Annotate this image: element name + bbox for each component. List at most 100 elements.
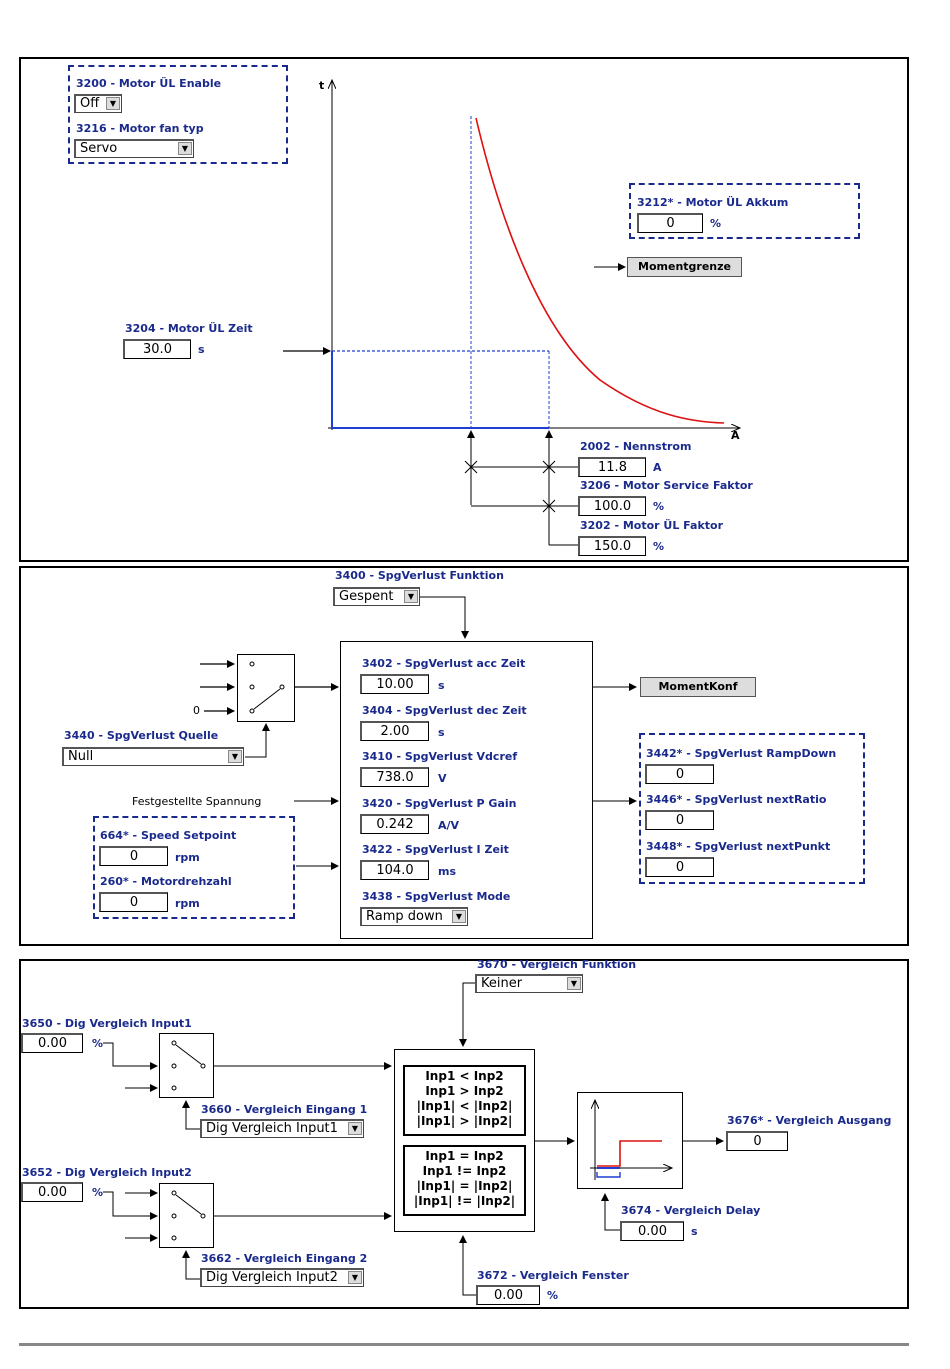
motor-ul-akkum-group [629, 183, 860, 239]
comparator-block [394, 1049, 535, 1232]
nextpunkt-field: 0 [645, 857, 714, 877]
chevron-down-icon[interactable]: ▼ [404, 590, 418, 603]
mode-label: 3438 - SpgVerlust Mode [362, 890, 511, 903]
quelle-switch-block [237, 654, 295, 722]
eingang1-switch-block [159, 1033, 214, 1098]
delay-label: 3674 - Vergleich Delay [621, 1204, 761, 1217]
delay-graph-block [577, 1092, 683, 1189]
motor-ul-enable-select[interactable]: Off ▼ [74, 94, 122, 113]
eingang2-select[interactable]: Dig Vergleich Input2 ▼ [200, 1268, 364, 1287]
input1-unit: % [92, 1037, 104, 1050]
spgverlust-quelle-value: Null [68, 749, 94, 764]
cmp-op: |Inp1| < |Inp2| [416, 1099, 513, 1113]
eingang1-value: Dig Vergleich Input1 [206, 1121, 338, 1136]
dec-zeit-field[interactable]: 2.00 [360, 721, 429, 741]
chevron-down-icon[interactable]: ▼ [228, 750, 242, 763]
i-zeit-field[interactable]: 104.0 [360, 860, 429, 880]
switch-zero-label: 0 [193, 704, 200, 717]
fenster-unit: % [547, 1289, 559, 1302]
motor-fan-typ-label: 3216 - Motor fan typ [76, 122, 204, 135]
acc-zeit-field[interactable]: 10.00 [360, 674, 429, 694]
spgverlust-funktion-label: 3400 - SpgVerlust Funktion [335, 569, 504, 582]
motor-ul-enable-label: 3200 - Motor ÜL Enable [76, 77, 222, 90]
eingang2-value: Dig Vergleich Input2 [206, 1270, 338, 1285]
nennstrom-field[interactable]: 11.8 [578, 457, 646, 477]
motor-ul-akkum-label: 3212* - Motor ÜL Akkum [637, 196, 789, 209]
p-gain-unit: A/V [438, 819, 460, 832]
fenster-field[interactable]: 0.00 [476, 1285, 540, 1305]
i-zeit-unit: ms [438, 865, 457, 878]
footer-rule [19, 1343, 909, 1346]
speed-setpoint-field: 0 [99, 846, 168, 866]
cmp-op: |Inp1| = |Inp2| [416, 1179, 513, 1193]
ausgang-label: 3676* - Vergleich Ausgang [727, 1114, 892, 1127]
ul-faktor-label: 3202 - Motor ÜL Faktor [580, 519, 724, 532]
momentkonf-button[interactable]: MomentKonf [640, 677, 756, 697]
chevron-down-icon[interactable]: ▼ [348, 1122, 362, 1135]
comparator-group-2: Inp1 = Inp2 Inp1 != Inp2 |Inp1| = |Inp2|… [403, 1145, 526, 1216]
comparator-group-1: Inp1 < Inp2 Inp1 > Inp2 |Inp1| < |Inp2| … [403, 1065, 526, 1136]
mode-value: Ramp down [366, 909, 443, 924]
dec-zeit-unit: s [438, 726, 445, 739]
cmp-op: Inp1 != Inp2 [422, 1164, 507, 1178]
nextratio-label: 3446* - SpgVerlust nextRatio [646, 793, 827, 806]
vdcref-label: 3410 - SpgVerlust Vdcref [362, 750, 518, 763]
service-faktor-label: 3206 - Motor Service Faktor [580, 479, 753, 492]
chevron-down-icon[interactable]: ▼ [178, 142, 192, 155]
input1-field[interactable]: 0.00 [21, 1033, 83, 1053]
input2-field[interactable]: 0.00 [21, 1182, 83, 1202]
spgverlust-funktion-value: Gespent [339, 589, 394, 604]
delay-unit: s [691, 1225, 698, 1238]
acc-zeit-unit: s [438, 679, 445, 692]
cmp-op: Inp1 = Inp2 [425, 1149, 504, 1163]
chevron-down-icon[interactable]: ▼ [567, 977, 581, 990]
motor-ul-enable-value: Off [80, 96, 100, 111]
service-faktor-field[interactable]: 100.0 [578, 496, 646, 516]
nextratio-field: 0 [645, 810, 714, 830]
vdcref-field[interactable]: 738.0 [360, 767, 429, 787]
p-gain-field[interactable]: 0.242 [360, 814, 429, 834]
axis-t-label: t [319, 79, 325, 92]
spgverlust-quelle-select[interactable]: Null ▼ [62, 747, 244, 766]
speed-setpoint-unit: rpm [175, 851, 200, 864]
motordrehzahl-field: 0 [99, 892, 168, 912]
speed-group [93, 816, 295, 919]
spgverlust-monitor-group [639, 733, 865, 884]
ausgang-field: 0 [726, 1131, 788, 1151]
motor-ul-akkum-unit: % [710, 217, 722, 230]
spgverlust-quelle-label: 3440 - SpgVerlust Quelle [64, 729, 219, 742]
momentgrenze-button[interactable]: Momentgrenze [627, 257, 742, 277]
fenster-label: 3672 - Vergleich Fenster [477, 1269, 629, 1282]
spgverlust-funktion-select[interactable]: Gespent ▼ [333, 587, 420, 606]
rampdown-field: 0 [645, 764, 714, 784]
chevron-down-icon[interactable]: ▼ [106, 97, 120, 110]
ul-faktor-field[interactable]: 150.0 [578, 536, 646, 556]
vergleich-funktion-select[interactable]: Keiner▼ [475, 974, 583, 993]
mode-select[interactable]: Ramp down ▼ [360, 907, 468, 926]
motor-ul-zeit-field[interactable]: 30.0 [123, 339, 191, 359]
service-faktor-unit: % [653, 500, 665, 513]
chevron-down-icon[interactable]: ▼ [348, 1271, 362, 1284]
input2-unit: % [92, 1186, 104, 1199]
eingang2-switch-block [159, 1183, 214, 1248]
cmp-op: |Inp1| != |Inp2| [413, 1194, 516, 1208]
motor-ul-zeit-unit: s [198, 343, 205, 356]
delay-field[interactable]: 0.00 [620, 1221, 684, 1241]
chevron-down-icon[interactable]: ▼ [452, 910, 466, 923]
i-zeit-label: 3422 - SpgVerlust I Zeit [362, 843, 509, 856]
vdcref-unit: V [438, 772, 447, 785]
p-gain-label: 3420 - SpgVerlust P Gain [362, 797, 517, 810]
speed-setpoint-label: 664* - Speed Setpoint [100, 829, 237, 842]
eingang1-select[interactable]: Dig Vergleich Input1 ▼ [200, 1119, 364, 1138]
eingang2-label: 3662 - Vergleich Eingang 2 [201, 1252, 368, 1265]
motor-fan-typ-select[interactable]: Servo ▼ [74, 139, 194, 158]
dec-zeit-label: 3404 - SpgVerlust dec Zeit [362, 704, 527, 717]
ul-faktor-unit: % [653, 540, 665, 553]
input2-label: 3652 - Dig Vergleich Input2 [22, 1166, 192, 1179]
input1-label: 3650 - Dig Vergleich Input1 [22, 1017, 192, 1030]
nextpunkt-label: 3448* - SpgVerlust nextPunkt [646, 840, 831, 853]
acc-zeit-label: 3402 - SpgVerlust acc Zeit [362, 657, 526, 670]
motor-fan-typ-value: Servo [80, 141, 118, 156]
nennstrom-label: 2002 - Nennstrom [580, 440, 692, 453]
rampdown-label: 3442* - SpgVerlust RampDown [646, 747, 837, 760]
